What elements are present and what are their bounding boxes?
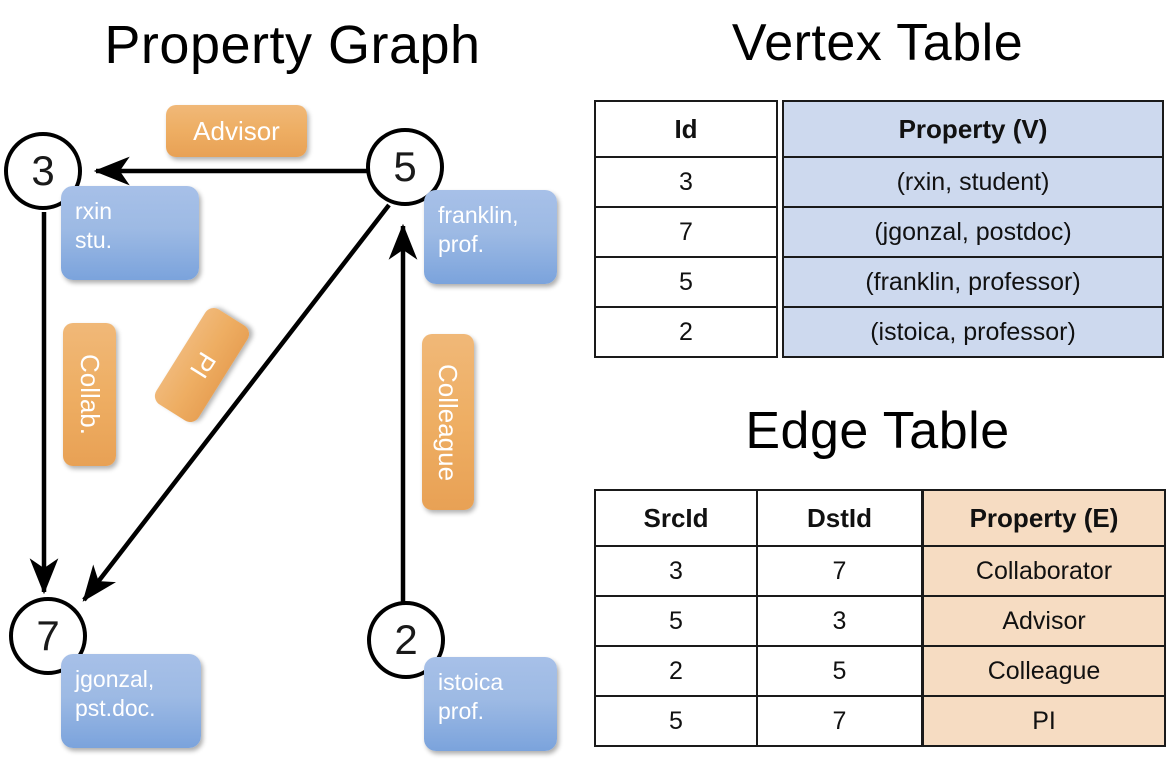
vertex-cell-id: 3 [594, 156, 778, 208]
graph-node-5[interactable]: 5 [366, 128, 444, 206]
edge-cell-property: Collaborator [922, 545, 1166, 597]
vertex-cell-property: (jgonzal, postdoc) [782, 206, 1164, 258]
vertex-table-id-grid: Id 3 7 5 2 [594, 100, 778, 358]
table-row[interactable]: Collaborator [922, 545, 1166, 597]
edge-table-property-grid: Property (E) Collaborator Advisor Collea… [922, 489, 1166, 747]
table-row[interactable]: 2 [594, 306, 778, 358]
page-title-property-graph: Property Graph [104, 15, 481, 75]
node-label-5: 5 [393, 143, 417, 190]
edge-cell-dst: 7 [756, 545, 923, 597]
edge-cell-src: 3 [594, 545, 758, 597]
node-property-line-2: pst.doc. [75, 695, 156, 721]
table-header-row: Property (E) [922, 489, 1166, 547]
table-header-row: SrcId DstId [594, 489, 923, 547]
edge-cell-dst: 5 [756, 645, 923, 697]
vertex-table-id-column: Id 3 7 5 2 [594, 100, 778, 358]
page-title-vertex-table: Vertex Table [731, 14, 1024, 72]
node-property-line-1: jgonzal, [75, 666, 155, 692]
edge-label-collab-text: Collab. [75, 354, 105, 435]
edge-cell-property: PI [922, 695, 1166, 747]
vertex-cell-property: (rxin, student) [782, 156, 1164, 208]
property-graph-panel: Property Graph 3 5 7 2 rxin stu. frankli… [4, 15, 557, 751]
table-row[interactable]: (franklin, professor) [782, 256, 1164, 308]
table-header-row: Property (V) [782, 100, 1164, 158]
table-row[interactable]: Colleague [922, 645, 1166, 697]
node-property-line-2: stu. [75, 227, 113, 253]
node-property-box-7[interactable]: jgonzal, pst.doc. [61, 654, 201, 748]
vertex-cell-property: (istoica, professor) [782, 306, 1164, 358]
edge-cell-property: Colleague [922, 645, 1166, 697]
node-label-3: 3 [31, 147, 55, 194]
graph-edges-layer [29, 156, 418, 606]
node-property-box-3[interactable]: rxin stu. [61, 186, 199, 280]
vertex-cell-id: 5 [594, 256, 778, 308]
edge-table-property-column: Property (E) Collaborator Advisor Collea… [922, 489, 1166, 747]
edge-cell-src: 5 [594, 695, 758, 747]
edge-label-colleague[interactable]: Colleague [422, 334, 474, 510]
edge-5-to-7 [82, 203, 391, 602]
node-property-line-2: prof. [438, 231, 485, 257]
edge-header-srcid: SrcId [594, 489, 758, 547]
node-property-box-5[interactable]: franklin, prof. [424, 190, 557, 284]
edge-label-pi-text: PI [183, 346, 222, 384]
edge-header-dstid: DstId [756, 489, 923, 547]
table-row[interactable]: (istoica, professor) [782, 306, 1164, 358]
node-property-line-2: prof. [438, 698, 485, 724]
node-label-2: 2 [394, 616, 418, 663]
vertex-cell-id: 7 [594, 206, 778, 258]
edge-table-src-dst-columns: SrcId DstId 3 7 5 3 2 5 5 7 [594, 489, 923, 747]
edge-cell-src: 2 [594, 645, 758, 697]
edge-label-advisor[interactable]: Advisor [166, 105, 307, 157]
table-row[interactable]: (rxin, student) [782, 156, 1164, 208]
edge-cell-dst: 7 [756, 695, 923, 747]
table-row[interactable]: 5 [594, 256, 778, 308]
edge-header-property: Property (E) [922, 489, 1166, 547]
edge-cell-property: Advisor [922, 595, 1166, 647]
vertex-header-id: Id [594, 100, 778, 158]
vertex-header-property: Property (V) [782, 100, 1164, 158]
table-header-row: Id [594, 100, 778, 158]
vertex-table-property-column: Property (V) (rxin, student) (jgonzal, p… [782, 100, 1164, 358]
table-row[interactable]: Advisor [922, 595, 1166, 647]
edge-label-advisor-text: Advisor [193, 115, 280, 146]
graph-node-2[interactable]: 2 [367, 601, 445, 679]
node-property-line-1: franklin, [438, 202, 519, 228]
vertex-cell-id: 2 [594, 306, 778, 358]
table-row[interactable]: (jgonzal, postdoc) [782, 206, 1164, 258]
edge-table-srcdst-grid: SrcId DstId 3 7 5 3 2 5 5 7 [594, 489, 923, 747]
page-title-edge-table: Edge Table [745, 402, 1010, 460]
node-label-7: 7 [36, 612, 60, 659]
node-property-line-1: rxin [75, 198, 113, 224]
table-row[interactable]: PI [922, 695, 1166, 747]
table-row[interactable]: 2 5 [594, 645, 923, 697]
table-row[interactable]: 7 [594, 206, 778, 258]
node-property-line-1: istoica [438, 669, 504, 695]
vertex-cell-property: (franklin, professor) [782, 256, 1164, 308]
table-row[interactable]: 3 [594, 156, 778, 208]
vertex-table-property-grid: Property (V) (rxin, student) (jgonzal, p… [782, 100, 1164, 358]
table-row[interactable]: 5 3 [594, 595, 923, 647]
edge-label-colleague-text: Colleague [433, 363, 464, 481]
edge-cell-src: 5 [594, 595, 758, 647]
edge-label-collab[interactable]: Collab. [63, 323, 116, 466]
node-property-box-2[interactable]: istoica prof. [424, 657, 557, 751]
table-row[interactable]: 5 7 [594, 695, 923, 747]
table-row[interactable]: 3 7 [594, 545, 923, 597]
edge-cell-dst: 3 [756, 595, 923, 647]
